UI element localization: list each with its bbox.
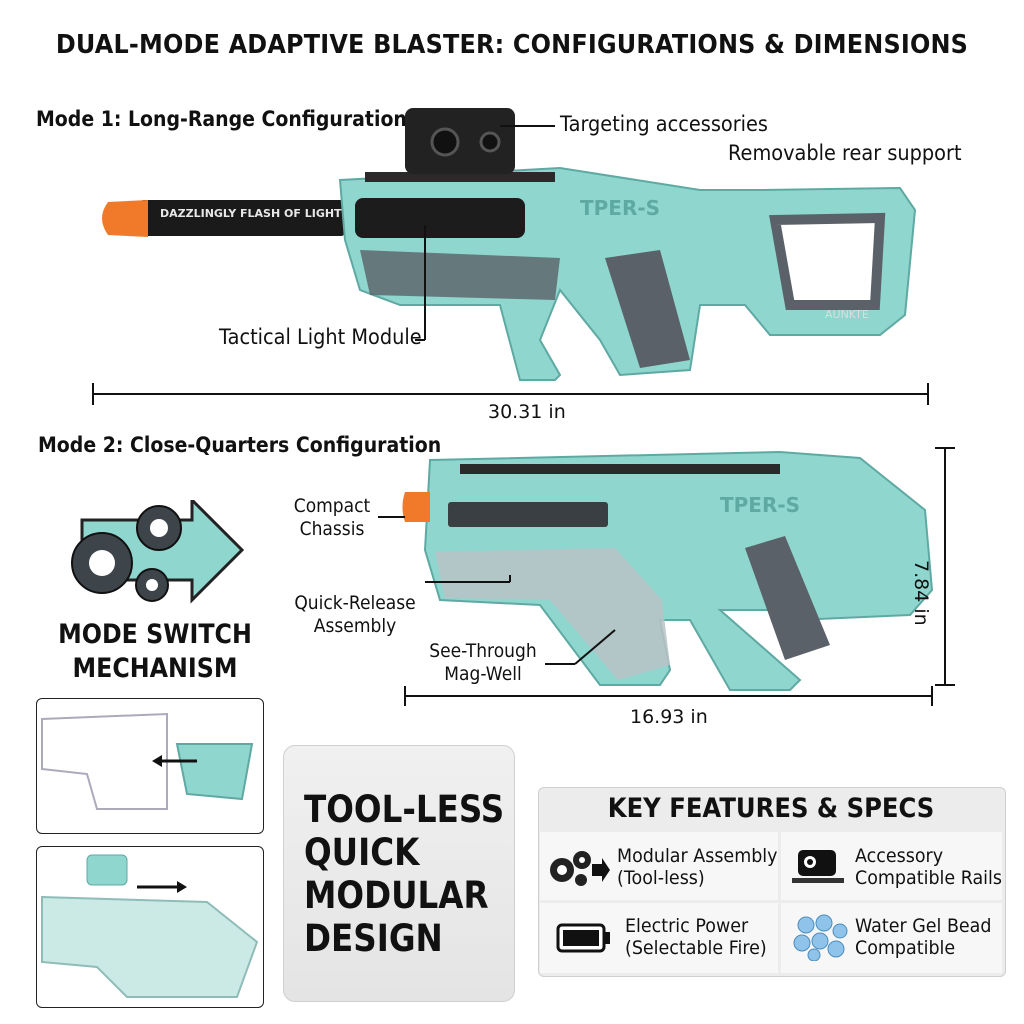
toolless-panel [283, 745, 515, 1002]
mode2-leader-lines [378, 447, 955, 706]
mode1-label: Mode 1: Long-Range Configuration [36, 107, 407, 131]
features-title: KEY FEATURES & SPECS [607, 793, 935, 824]
gel-beads-icon [793, 914, 848, 961]
gears-arrow-icon [71, 500, 245, 604]
mode2-side-rail [448, 502, 608, 527]
mode1-handguard [360, 250, 560, 300]
callout-rear-support: Removable rear support [728, 141, 962, 165]
mode2-length: 16.93 in [630, 706, 708, 728]
mode2-grip [745, 536, 830, 660]
feature-modular-text: Modular Assembly(Tool-less) [617, 845, 778, 889]
mode1-top-rail [365, 172, 555, 182]
mode2-height: 7.84 in [910, 560, 932, 626]
thumbnail-rear-support-removal [36, 698, 264, 834]
callout-light-module: Tactical Light Module [219, 325, 422, 349]
mode1-length: 30.31 in [488, 401, 566, 423]
mode2-body-text: TPER-S [720, 493, 800, 517]
mode1-body-text: TPER-S [580, 196, 660, 220]
mode1-tactical-light [355, 198, 525, 238]
mode1-orange-tip [102, 200, 148, 237]
mode1-grip [605, 250, 690, 368]
mode1-leader-lines [92, 125, 929, 405]
mode1-barrel [140, 200, 345, 236]
thumbnail-sight-attach [36, 846, 264, 1008]
mode2-top-rail [460, 464, 780, 474]
mode2-label: Mode 2: Close-Quarters Configuration [38, 433, 442, 457]
mode1-sight [405, 108, 515, 174]
gears-icon [550, 851, 610, 886]
callout-targeting: Targeting accessories [560, 112, 768, 136]
mode1-barrel-text: DAZZLINGLY FLASH OF LIGHT [160, 207, 342, 220]
page-title: DUAL-MODE ADAPTIVE BLASTER: CONFIGURATIO… [55, 30, 969, 60]
mode1-stock-mark: AUNKTE [825, 308, 869, 321]
battery-icon [556, 923, 610, 953]
toolless-label: TOOL-LESS QUICK MODULAR DESIGN [304, 788, 505, 960]
mode2-orange-tip [402, 492, 430, 522]
mode1-blaster-illustration: DAZZLINGLY FLASH OF LIGHT AUNKTE TPER-S [102, 108, 917, 381]
red-dot-sight-icon [792, 850, 844, 883]
mode1-rear-support [769, 212, 886, 310]
feature-power-text: Electric Power(Selectable Fire) [625, 915, 767, 959]
